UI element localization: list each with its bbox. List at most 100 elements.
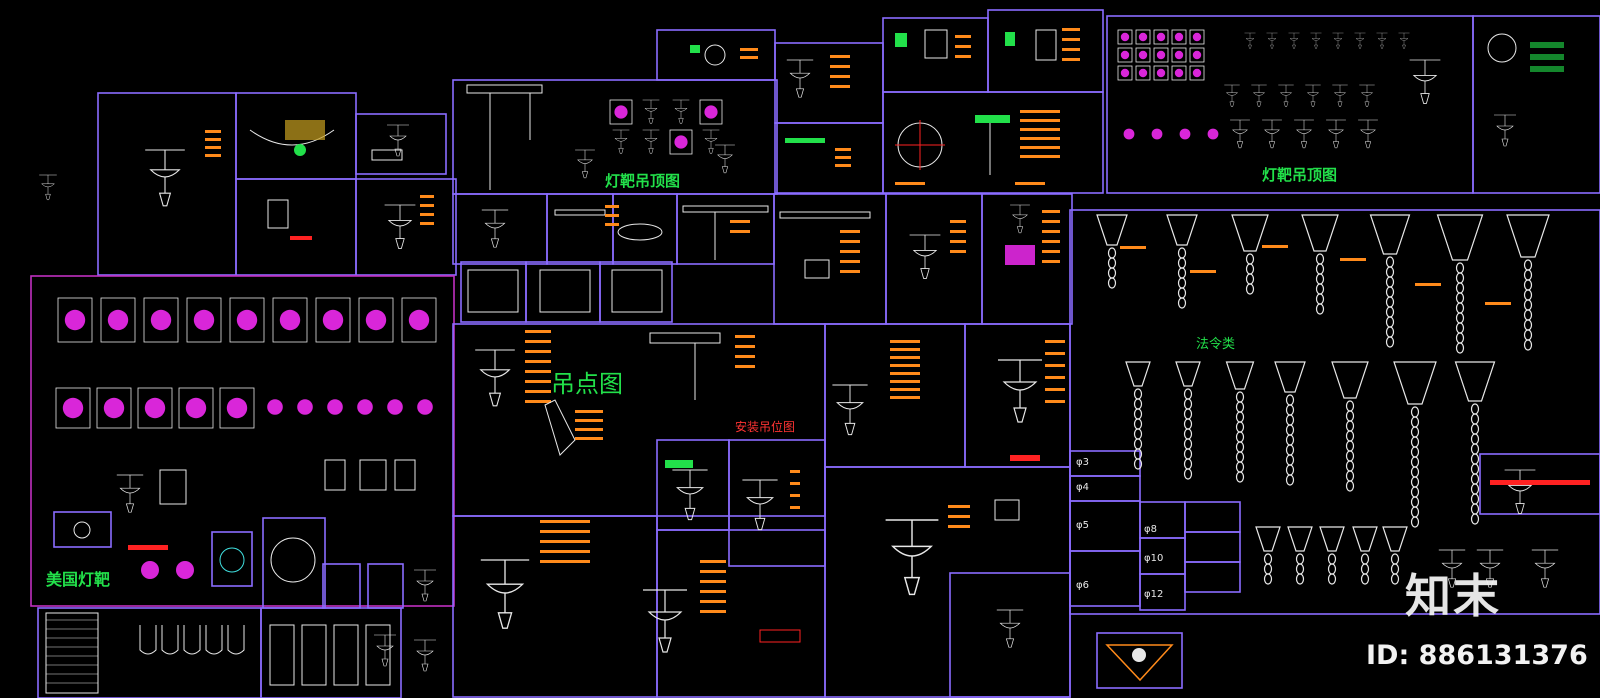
- lamp-fixture-drawing: [1476, 549, 1504, 588]
- chain-link: [1470, 503, 1480, 515]
- chain-link: [1285, 394, 1295, 406]
- chain-link: [1385, 326, 1395, 338]
- lamp-fixture-drawing: [1494, 114, 1516, 147]
- finial-shape: [497, 612, 513, 629]
- canopy-cup: [1274, 361, 1306, 393]
- panel-frame: [37, 607, 262, 698]
- annotation-leader: [730, 230, 750, 233]
- annotation-leader: [1020, 155, 1060, 158]
- annotation-leader: [835, 164, 851, 167]
- annotation-leader: [1042, 220, 1060, 223]
- red-marker: [290, 236, 312, 240]
- annotation-leader: [840, 230, 860, 233]
- chain-link: [1107, 247, 1117, 259]
- finial-shape: [754, 517, 766, 531]
- canopy-shape: [387, 219, 413, 227]
- panel-frame: [355, 178, 457, 276]
- lamp-fixture-drawing: [672, 99, 690, 124]
- annotation-leader: [835, 156, 851, 159]
- chain-link: [1410, 496, 1420, 508]
- finial-shape: [844, 422, 856, 436]
- canopy-shape: [1245, 38, 1255, 41]
- canopy-shape: [1328, 129, 1344, 134]
- chain-link: [1235, 421, 1245, 433]
- chain-link: [1183, 468, 1193, 480]
- chain-link: [1470, 493, 1480, 505]
- finial-shape: [421, 663, 429, 672]
- annotation-leader: [790, 470, 800, 473]
- detail-tile-mark: [1151, 128, 1163, 140]
- canopy-shape: [891, 545, 933, 557]
- detail-tile-mark: [193, 309, 215, 331]
- detail-tile-mark: [417, 399, 433, 415]
- u-bolt: [161, 625, 179, 655]
- finial-shape: [125, 503, 135, 513]
- canopy-cup: [1352, 526, 1378, 552]
- detail-tile-mark: [62, 397, 84, 419]
- chain-lamp: [1382, 526, 1408, 585]
- ring-ellipse: [617, 223, 663, 241]
- annotation-leader: [605, 205, 619, 208]
- annotation-leader: [700, 610, 726, 613]
- finial-shape: [488, 392, 502, 407]
- lamp-fixture-drawing: [998, 359, 1042, 423]
- finial-shape: [581, 171, 589, 179]
- annotation-leader: [840, 240, 860, 243]
- frame-structure: [611, 269, 663, 313]
- annotation-leader: [540, 530, 590, 533]
- annotation-leader: [950, 230, 966, 233]
- chain-link: [1295, 553, 1305, 565]
- lamp-fixture-drawing: [39, 174, 57, 201]
- lamp-fixture-drawing: [786, 59, 814, 98]
- green-marker: [294, 144, 306, 156]
- detail-tile-frame: [178, 387, 214, 429]
- detail-tile-mark: [226, 397, 248, 419]
- cyan-ring: [219, 547, 245, 573]
- detail-tile-mark: [322, 309, 344, 331]
- finial-shape: [1501, 138, 1509, 147]
- detail-tile-mark: [185, 397, 207, 419]
- finial-shape: [648, 148, 654, 154]
- chain-link: [1455, 272, 1465, 284]
- finial-shape: [1336, 44, 1340, 49]
- canopy-shape: [1296, 129, 1312, 134]
- detail-strip: [1530, 66, 1564, 72]
- panel-frame: [30, 275, 455, 607]
- green-bar: [665, 460, 693, 468]
- chain-link: [1410, 426, 1420, 438]
- annotation-leader: [1415, 283, 1441, 286]
- annotation-leader: [1062, 58, 1080, 61]
- finial-shape: [1364, 141, 1372, 149]
- red-detail: [759, 629, 801, 643]
- canopy-cup: [1436, 214, 1484, 261]
- schedule-table: [45, 612, 99, 694]
- ceiling-beam: [466, 84, 543, 94]
- finial-shape: [1364, 101, 1370, 107]
- chain-link: [1235, 401, 1245, 413]
- panel-frame: [824, 323, 966, 468]
- chain-link: [1177, 257, 1187, 269]
- panel-frame: [1184, 501, 1241, 533]
- annotation-leader: [1045, 388, 1065, 391]
- watermark-id: ID: 886131376: [1366, 640, 1588, 671]
- annotation-leader: [790, 494, 800, 497]
- chain-lamp: [1352, 526, 1378, 585]
- size-label: φ8: [1144, 524, 1157, 535]
- chain-link: [1470, 433, 1480, 445]
- truss-line: [779, 211, 871, 219]
- finial-shape: [1229, 101, 1235, 107]
- annotation-leader: [1020, 137, 1060, 140]
- detail-tile-frame: [272, 297, 308, 343]
- detail-box: [333, 624, 359, 686]
- annotation-leader: [830, 65, 850, 68]
- plate-box: [924, 29, 948, 59]
- lamp-fixture-drawing: [1504, 469, 1536, 514]
- annotation-leader: [830, 85, 850, 88]
- annotation-leader: [890, 396, 920, 399]
- panel-frame: [728, 439, 826, 567]
- emblem-triangle: [1105, 644, 1174, 682]
- chain-link: [1315, 263, 1325, 275]
- annotation-leader: [1042, 260, 1060, 263]
- chain-link: [1107, 267, 1117, 279]
